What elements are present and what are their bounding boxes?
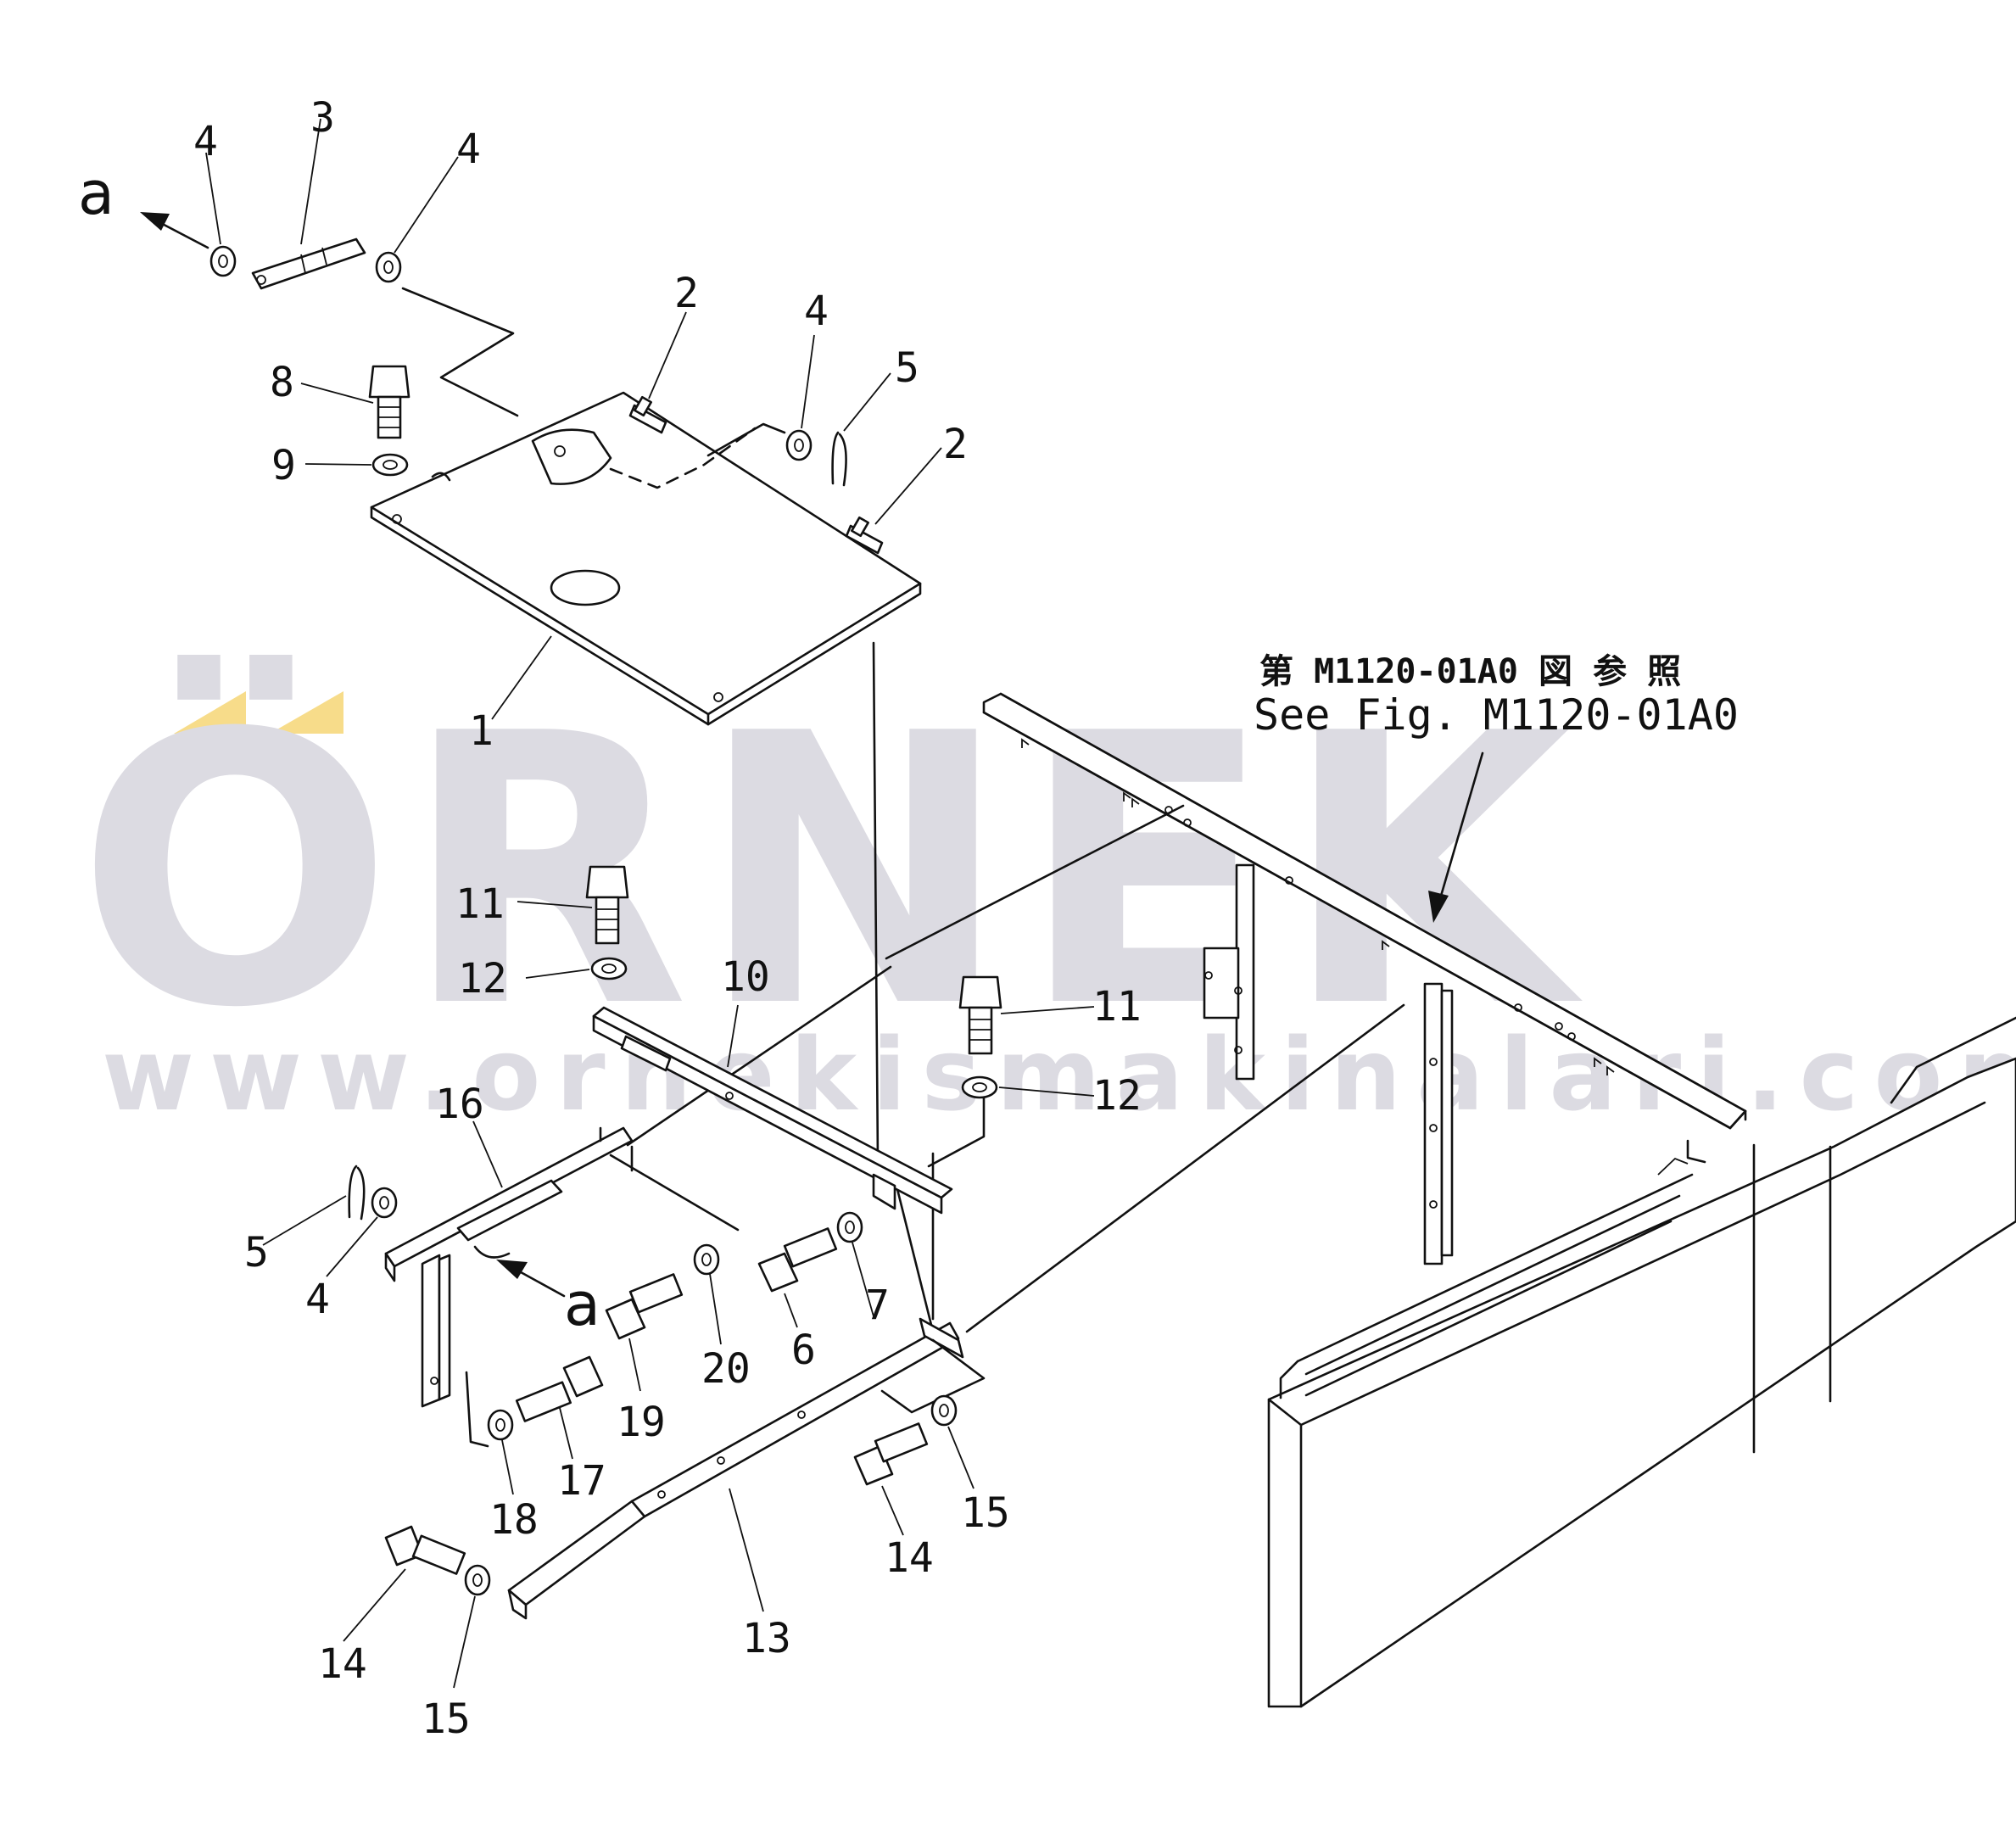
callout-9: 9 [271,442,296,489]
part-10-bracket [592,1006,953,1215]
callout-7: 7 [865,1282,890,1329]
guide-plate-3 [401,287,519,417]
callout-8: 8 [270,359,294,406]
upper-frame-rail [982,692,1747,1265]
guide-washer-12b [927,1097,986,1168]
callout-13: 13 [742,1615,791,1662]
part-16-bracket [384,1126,740,1408]
part-6-bolt [757,1227,838,1293]
part-2-hinge-a [628,395,667,434]
part-9-washer [371,453,409,477]
part-19-bolt [605,1273,684,1340]
watermark-brand: ÖRNEK [76,651,1585,1090]
callout-leaders [205,118,1095,1689]
guide-plate-4b [706,422,786,457]
part-3-link [251,237,366,290]
callout-12a: 12 [458,955,507,1003]
callout-14a: 14 [885,1534,934,1582]
part-4-washer-d [371,1187,398,1219]
part-13-lower-rail [507,1317,986,1620]
reference-japanese: 第 M1120-01A0 図 参 照 [1259,652,1681,691]
part-5-pin-b [348,1165,366,1221]
callout-16: 16 [435,1081,484,1128]
part-14-bolt-a [853,1422,929,1486]
callout-3: 3 [310,94,335,142]
callout-4b: 4 [456,126,481,173]
callout-numbers: 1 2 2 3 4 4 4 4 5 5 6 7 8 9 10 11 11 12 … [193,94,1142,1743]
callout-4c: 4 [804,288,829,335]
part-17-bolt [515,1355,604,1422]
guide-bracket-16 [465,1371,489,1448]
callout-1: 1 [469,707,494,755]
part-11-bolt-a [585,865,629,945]
arrow-a-bottom [496,1260,566,1298]
part-15-washer-a [930,1394,958,1427]
part-4-washer-a [209,245,237,277]
label-a-bottom: a [564,1270,600,1339]
callout-15b: 15 [422,1695,471,1743]
callout-2b: 2 [943,421,968,468]
part-7-washer [836,1211,863,1243]
callout-4d: 4 [305,1276,330,1323]
part-5-pin-a [831,431,847,487]
part-8-bolt [368,365,410,439]
callout-4a: 4 [193,118,218,165]
watermark-url: www.ornekismakinalari.com.tr [102,1016,2016,1133]
watermark-accent-right [270,691,343,734]
reference-english: See Fig. M1120-01A0 [1254,690,1739,740]
part-18-washer [487,1409,514,1441]
callout-14b: 14 [318,1640,367,1688]
callout-11a: 11 [455,880,505,928]
watermark: ÖRNEK www.ornekismakinalari.com.tr [76,651,2016,1134]
callout-10: 10 [721,953,770,1001]
arrow-a-top [140,212,209,249]
callout-12b: 12 [1092,1072,1142,1120]
callout-2a: 2 [674,270,699,317]
part-4-washer-b [375,251,402,283]
part-1-cover-plate [370,391,922,726]
main-frame-housing [1267,1016,2016,1708]
assembly-guide-lines [626,641,1405,1333]
part-4-washer-c [785,429,813,461]
watermark-accent-left [174,691,246,734]
callout-5b: 5 [244,1229,269,1276]
callout-6: 6 [791,1327,816,1374]
callout-20: 20 [701,1345,751,1393]
part-20-washer [693,1243,720,1276]
part-12-washer-b [961,1075,998,1099]
reference-arrow [1428,751,1484,923]
callout-17: 17 [557,1457,606,1505]
callout-19: 19 [617,1399,666,1446]
part-14-bolt-b [384,1525,466,1575]
callout-11b: 11 [1092,983,1142,1031]
label-a-top: a [78,159,114,228]
callout-15a: 15 [961,1489,1010,1537]
part-15-washer-b [464,1564,491,1596]
callout-18: 18 [489,1496,539,1544]
callout-5a: 5 [895,344,919,392]
part-2-hinge-b [845,516,884,555]
part-12-washer-a [590,957,628,980]
part-11-bolt-b [958,975,1002,1055]
